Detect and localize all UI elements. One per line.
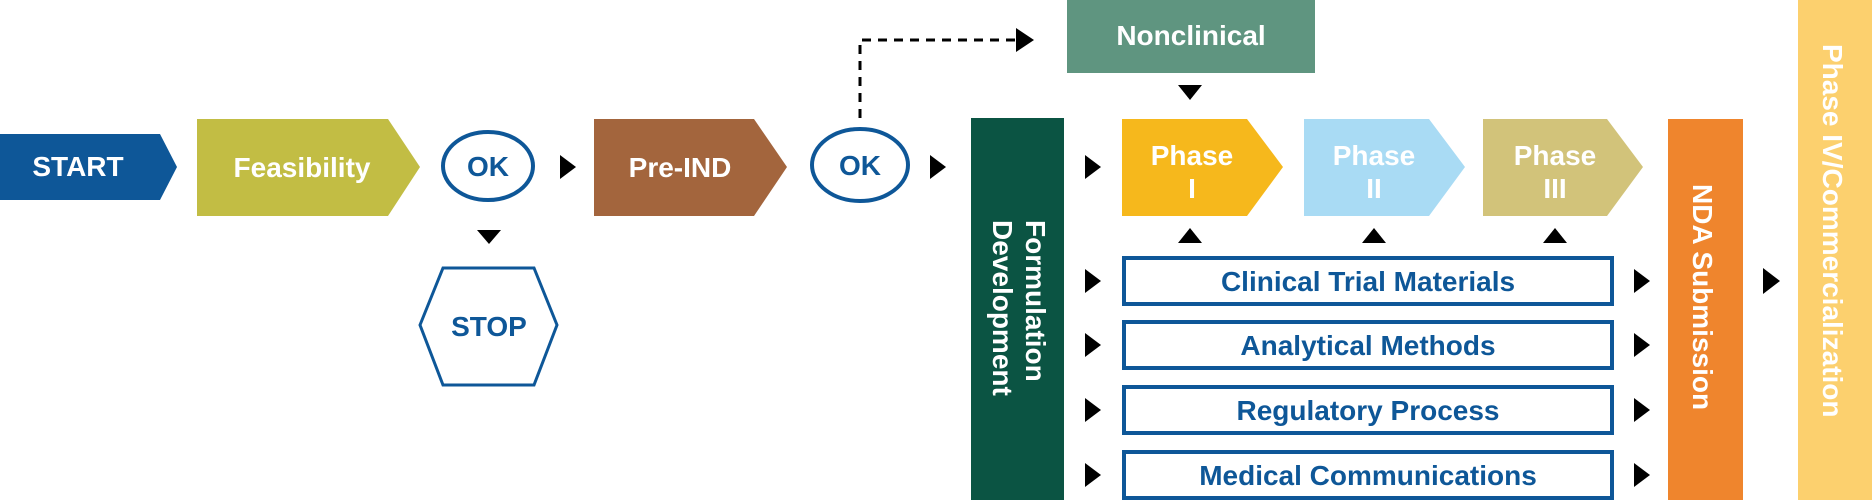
start-arrow-shape — [0, 134, 177, 200]
arrow-from-clinical-trial-materials-to-nda — [1634, 269, 1650, 293]
regulatory-process-box — [1122, 385, 1614, 435]
pre-ind-label: Pre-IND — [629, 152, 732, 183]
nda-submission-bar — [1668, 119, 1743, 500]
formulation-development-bar — [971, 118, 1064, 500]
phase-4-commercialization-bar — [1798, 0, 1872, 500]
phase-2-label-line2: II — [1366, 173, 1382, 204]
phase-3-label-line1: Phase — [1514, 140, 1597, 171]
arrow-into-clinical-trial-materials — [1085, 269, 1101, 293]
clinical-trial-materials-box — [1122, 256, 1614, 306]
arrow-ok1-to-stop — [477, 230, 501, 244]
arrow-into-analytical-methods — [1085, 333, 1101, 357]
arrow-up-to-phase2 — [1362, 228, 1386, 243]
analytical-methods-label: Analytical Methods — [1240, 330, 1495, 361]
stop-label: STOP — [451, 311, 527, 342]
formulation-label-line2: Development — [987, 220, 1018, 396]
phase-4-commercialization-label: Phase IV/Commercialization — [1817, 44, 1848, 417]
arrow-to-nonclinical — [1016, 28, 1034, 52]
ok-decision-2 — [810, 127, 910, 203]
arrow-from-medical-communications-to-nda — [1634, 463, 1650, 487]
ok-decision-1-label: OK — [467, 151, 509, 182]
phase-2-shape — [1304, 119, 1465, 216]
phase-1-shape — [1122, 119, 1283, 216]
ok-decision-2-label: OK — [839, 150, 881, 181]
analytical-methods-box — [1122, 320, 1614, 370]
ok-decision-1 — [441, 130, 535, 202]
phase-2-label-line1: Phase — [1333, 140, 1416, 171]
feasibility-arrow-shape — [197, 119, 420, 216]
arrow-formulation-to-phase1 — [1085, 155, 1101, 179]
phase-3-label-line2: III — [1543, 173, 1566, 204]
phase-3-shape — [1483, 119, 1643, 216]
dashed-connector-to-nonclinical — [858, 38, 1017, 118]
start-label: START — [32, 151, 123, 182]
pre-ind-arrow-shape — [594, 119, 787, 216]
arrow-from-regulatory-process-to-nda — [1634, 398, 1650, 422]
arrow-up-to-phase3 — [1543, 228, 1567, 243]
medical-communications-box — [1122, 450, 1614, 500]
arrow-into-medical-communications — [1085, 463, 1101, 487]
phase-1-label-line2: I — [1188, 173, 1196, 204]
arrow-ok2-to-formulation — [930, 155, 946, 179]
nonclinical-box — [1067, 0, 1315, 73]
arrow-ok1-to-preind — [560, 155, 576, 179]
feasibility-label: Feasibility — [234, 152, 371, 183]
clinical-trial-materials-label: Clinical Trial Materials — [1221, 266, 1515, 297]
arrow-from-analytical-methods-to-nda — [1634, 333, 1650, 357]
nonclinical-label: Nonclinical — [1116, 20, 1265, 51]
arrow-up-to-phase1 — [1178, 228, 1202, 243]
formulation-label-line1: Formulation — [1020, 220, 1051, 382]
phase-1-label-line1: Phase — [1151, 140, 1234, 171]
medical-communications-label: Medical Communications — [1199, 460, 1537, 491]
arrow-into-regulatory-process — [1085, 398, 1101, 422]
arrow-nda-to-phase4 — [1763, 268, 1780, 294]
stop-hexagon — [418, 266, 559, 387]
nda-submission-label: NDA Submission — [1687, 184, 1718, 410]
regulatory-process-label: Regulatory Process — [1237, 395, 1500, 426]
arrow-nonclinical-to-phase1 — [1178, 85, 1202, 100]
